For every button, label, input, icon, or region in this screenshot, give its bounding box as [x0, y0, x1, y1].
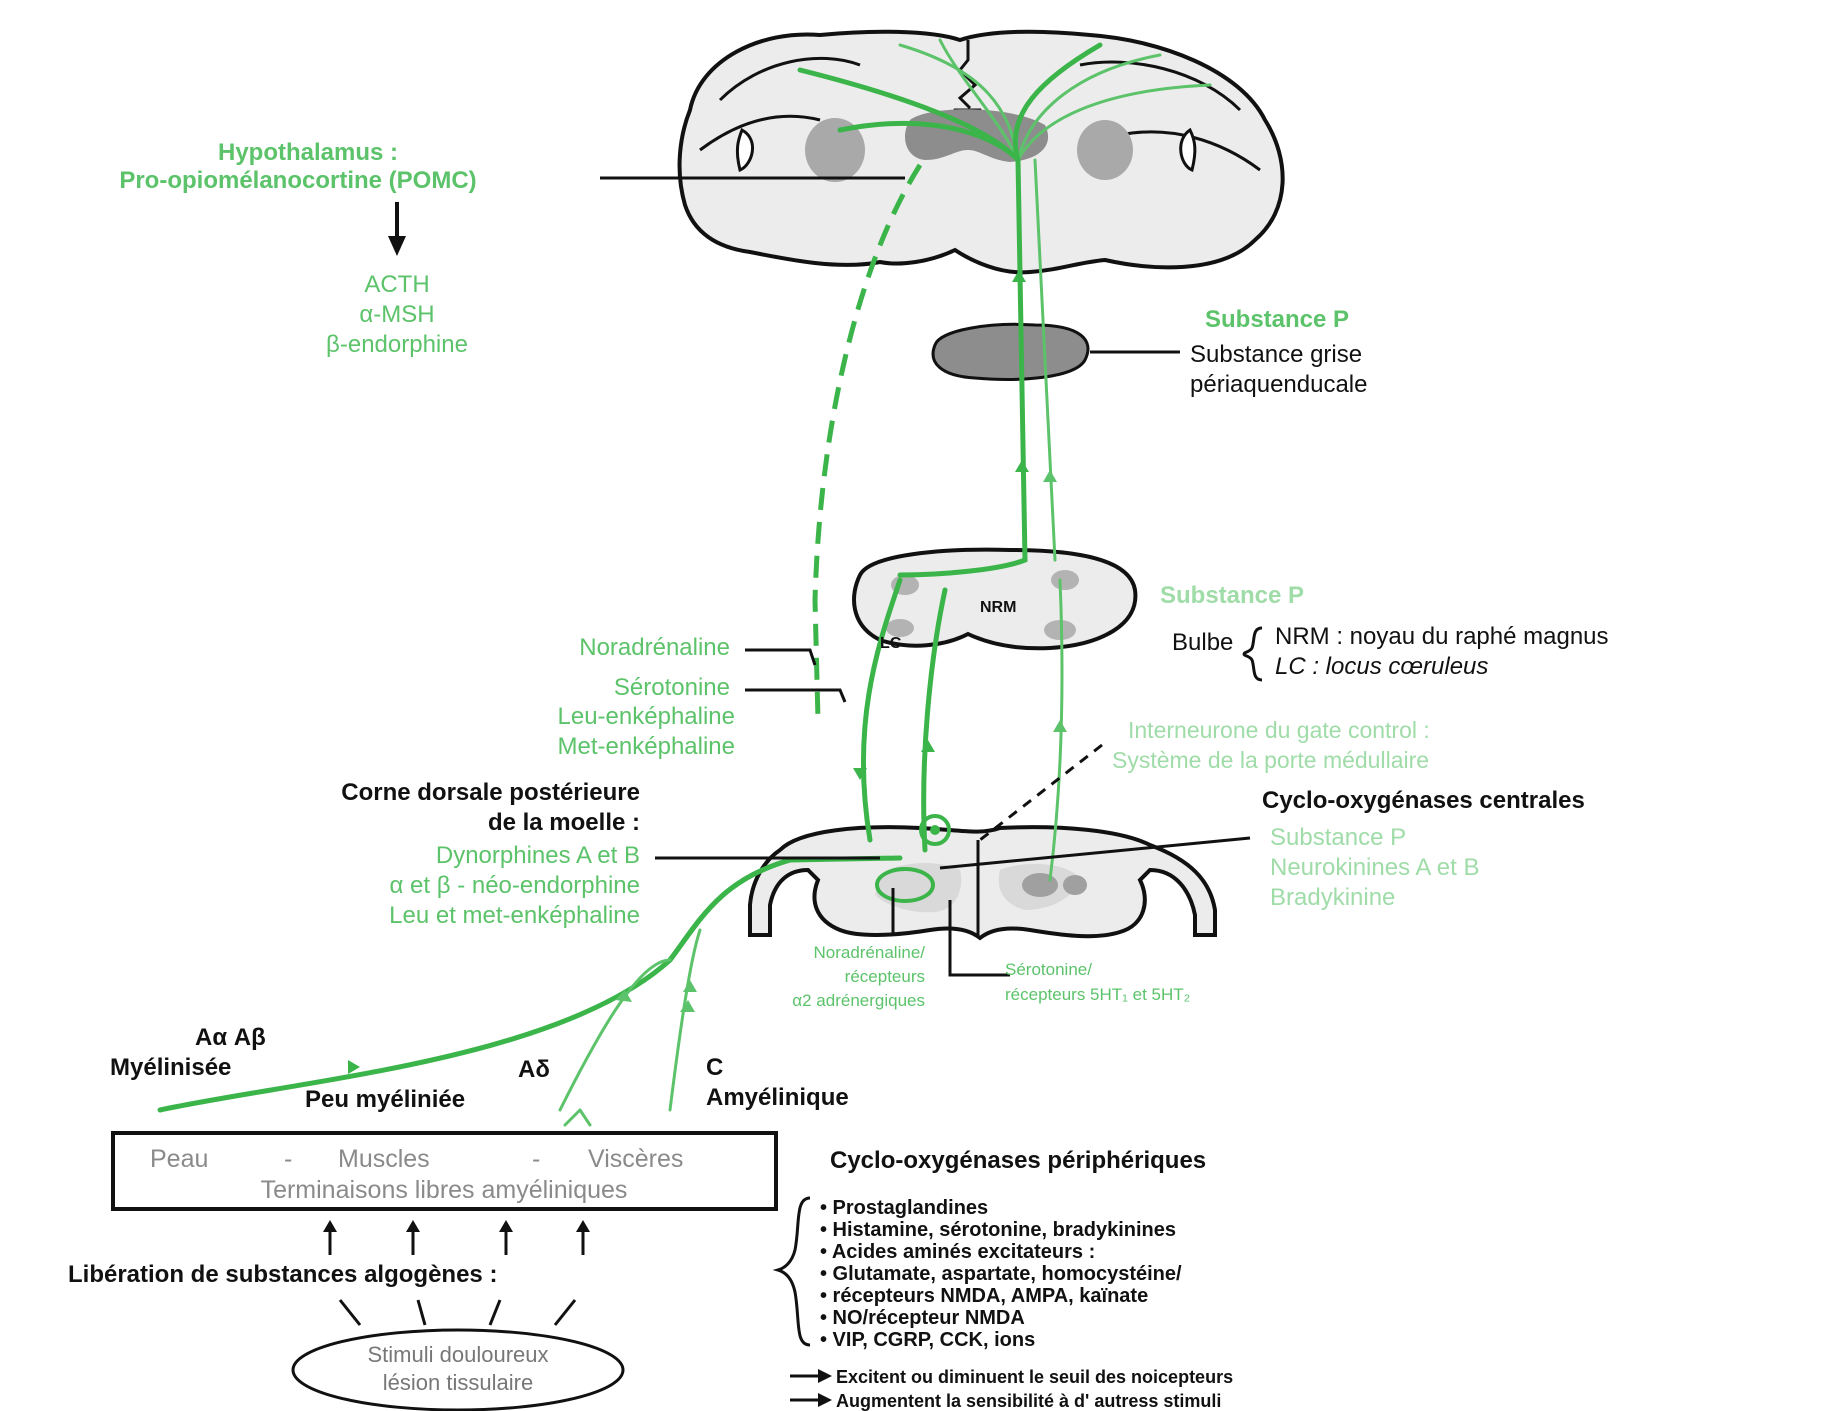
neo-endorphine-label: α et β - néo-endorphine — [390, 872, 641, 899]
cox-item-7: • VIP, CGRP, CCK, ions — [820, 1329, 1035, 1351]
sero-receptor-line2: récepteurs 5HT₁ et 5HT₂ — [1005, 985, 1190, 1004]
leu-met-enkephaline-label: Leu et met-enképhaline — [389, 902, 640, 929]
effect-line1: Excitent ou diminuent le seuil des noice… — [836, 1367, 1233, 1387]
met-enkephaline-label: Met-enképhaline — [558, 733, 735, 760]
gate-control-line2: Système de la porte médullaire — [1112, 747, 1429, 773]
dorsal-horn-title-line1: Corne dorsale postérieure — [341, 779, 640, 806]
bulbe-substance-p: Substance P — [1160, 582, 1304, 609]
tissue-dash-2: - — [532, 1145, 540, 1173]
tissue-visceres: Viscères — [588, 1145, 683, 1173]
cox-item-3: • Acides aminés excitateurs : — [820, 1241, 1095, 1263]
tissue-dash-1: - — [284, 1145, 292, 1173]
peripheral-brace — [778, 1198, 810, 1345]
central-substance-p: Substance P — [1270, 824, 1406, 851]
peripheral-cox-title: Cyclo-oxygénases périphériques — [830, 1147, 1206, 1174]
nrm-tag: NRM — [980, 599, 1016, 616]
sero-receptor-line1: Sérotonine/ — [1005, 960, 1092, 979]
tissue-muscles: Muscles — [338, 1145, 430, 1173]
effect-line2: Augmentent la sensibilité à d' autress s… — [836, 1391, 1221, 1411]
effect-arrows — [790, 1369, 832, 1407]
cox-item-6: • NO/récepteur NMDA — [820, 1307, 1025, 1329]
fibre-aa-ab: Aα Aβ — [195, 1024, 266, 1051]
lc-tag: LC — [880, 635, 902, 652]
fibre-c: C — [706, 1054, 723, 1081]
pag-name-line2: périaquenducale — [1190, 371, 1367, 398]
beta-endorphine-label: β-endorphine — [326, 331, 468, 358]
dorsal-horn-title-line2: de la moelle : — [488, 809, 640, 836]
nrm-definition: NRM : noyau du raphé magnus — [1275, 623, 1609, 650]
nora-receptor-line3: α2 adrénergiques — [792, 991, 925, 1010]
bradykinine-label: Bradykinine — [1270, 884, 1395, 911]
tissue-terminaisons: Terminaisons libres amyéliniques — [261, 1176, 628, 1204]
fibre-peu-myelinise: Peu myéliniée — [305, 1086, 465, 1113]
msh-label: α-MSH — [359, 301, 434, 328]
stimuli-line2: lésion tissulaire — [383, 1370, 533, 1395]
tissue-peau: Peau — [150, 1145, 208, 1173]
spinal-cord-section — [750, 827, 1215, 938]
pomc-label: Pro-opiomélanocortine (POMC) — [119, 167, 476, 194]
acth-label: ACTH — [364, 271, 429, 298]
brain-section — [680, 32, 1283, 273]
stimuli-lines — [340, 1300, 575, 1325]
serotonine-label: Sérotonine — [614, 674, 730, 701]
dynorphines-label: Dynorphines A et B — [436, 842, 640, 869]
noradrenaline-label: Noradrénaline — [579, 634, 730, 661]
neurokinines-label: Neurokinines A et B — [1270, 854, 1479, 881]
fibre-myelinisee: Myélinisée — [110, 1054, 231, 1081]
stimuli-line1: Stimuli douloureux — [368, 1342, 549, 1367]
cox-item-4: • Glutamate, aspartate, homocystéine/ — [820, 1263, 1182, 1285]
liberation-arrows — [323, 1220, 590, 1255]
hypothalamus-title: Hypothalamus : — [218, 139, 398, 166]
fibre-ad: Aδ — [518, 1056, 550, 1083]
pag-substance-p: Substance P — [1205, 306, 1349, 333]
gate-control-line1: Interneurone du gate control : — [1128, 717, 1430, 743]
lc-definition: LC : locus cœruleus — [1275, 653, 1488, 680]
periaqueductal-gray — [933, 324, 1088, 379]
cox-item-5: • récepteurs NMDA, AMPA, kaïnate — [820, 1285, 1148, 1307]
cox-item-2: • Histamine, sérotonine, bradykinines — [820, 1219, 1176, 1241]
liberation-label: Libération de substances algogènes : — [68, 1261, 497, 1288]
pag-name-line1: Substance grise — [1190, 341, 1362, 368]
nora-receptor-line1: Noradrénaline/ — [813, 943, 925, 962]
central-cox-title: Cyclo-oxygénases centrales — [1262, 787, 1585, 814]
leu-enkephaline-label: Leu-enképhaline — [558, 703, 735, 730]
bulbe-label: Bulbe — [1172, 629, 1233, 656]
fibre-amyelinique: Amyélinique — [706, 1084, 849, 1111]
nora-receptor-line2: récepteurs — [845, 967, 925, 986]
cox-item-1: • Prostaglandines — [820, 1197, 988, 1219]
